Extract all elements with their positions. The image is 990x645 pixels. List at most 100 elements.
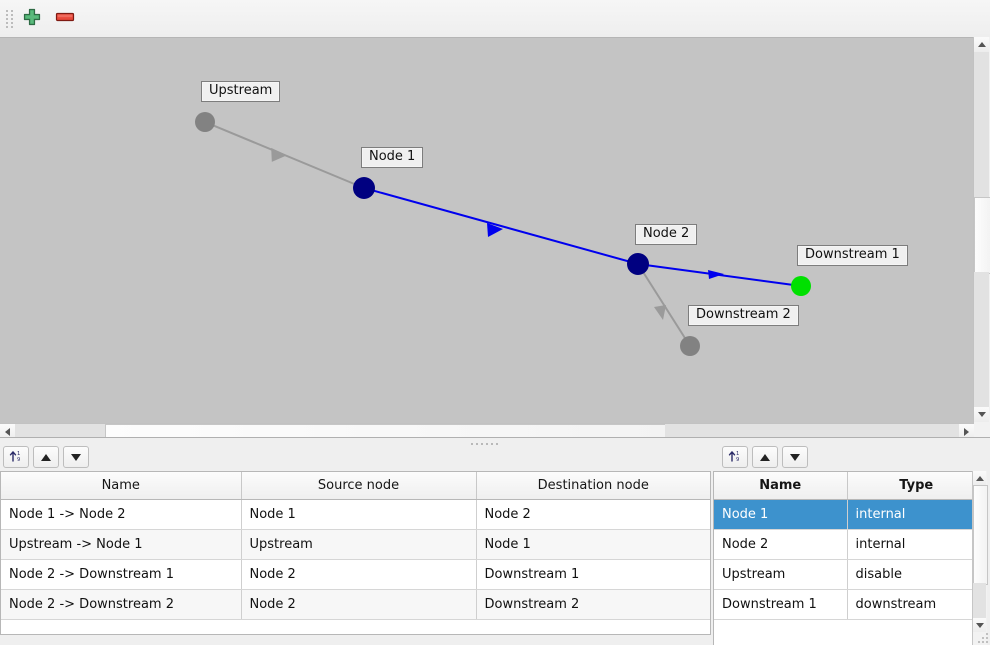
edge-node2-downstream1[interactable] bbox=[637, 263, 802, 287]
table-row[interactable]: Node 1 internal bbox=[714, 499, 985, 530]
graph-node-upstream[interactable] bbox=[195, 112, 215, 132]
cell-destination-node[interactable]: Downstream 2 bbox=[476, 589, 710, 620]
node-label-downstream1[interactable]: Downstream 1 bbox=[797, 245, 908, 266]
arrowhead-icon bbox=[271, 147, 287, 162]
scroll-up-button[interactable] bbox=[973, 471, 986, 485]
arrowhead-icon bbox=[487, 223, 503, 237]
vscroll-thumb[interactable] bbox=[974, 197, 990, 274]
edges-move-down-button[interactable] bbox=[63, 446, 89, 468]
main-toolbar bbox=[0, 0, 990, 38]
triangle-up-icon bbox=[760, 453, 770, 461]
cell-name[interactable]: Node 2 bbox=[714, 529, 848, 560]
nodes-move-up-button[interactable] bbox=[752, 446, 778, 468]
nodes-scroll-track[interactable] bbox=[973, 583, 986, 618]
edges-table-frame: Name Source node Destination node Node 1… bbox=[0, 471, 711, 627]
nodes-table-header-row: Name Type bbox=[714, 472, 985, 500]
table-row[interactable]: Node 2 internal bbox=[714, 529, 985, 560]
table-row[interactable]: Node 1 -> Node 2 Node 1 Node 2 bbox=[1, 499, 710, 530]
edges-sort-button[interactable]: 1 9 bbox=[3, 446, 29, 468]
graph-node-downstream2[interactable] bbox=[680, 336, 700, 356]
cell-name[interactable]: Node 2 -> Downstream 2 bbox=[1, 589, 242, 620]
graph-node-downstream1[interactable] bbox=[791, 276, 811, 296]
cell-destination-node[interactable]: Node 1 bbox=[476, 529, 710, 560]
cell-source-node[interactable]: Upstream bbox=[241, 529, 477, 560]
scrollbar-corner bbox=[974, 423, 990, 439]
column-header-name[interactable]: Name bbox=[714, 472, 848, 500]
hscroll-track-right[interactable] bbox=[665, 424, 959, 439]
cell-destination-node[interactable]: Downstream 1 bbox=[476, 559, 710, 590]
scroll-left-button[interactable] bbox=[0, 424, 15, 439]
scroll-down-button[interactable] bbox=[974, 407, 989, 422]
edge-node1-node2[interactable] bbox=[363, 187, 639, 265]
cell-destination-node[interactable]: Node 2 bbox=[476, 499, 710, 530]
scroll-right-button[interactable] bbox=[959, 424, 974, 439]
nodes-table-scrollbar[interactable] bbox=[972, 471, 988, 645]
cell-source-node[interactable]: Node 2 bbox=[241, 589, 477, 620]
table-row[interactable]: Upstream disable bbox=[714, 559, 985, 590]
node-label-downstream2[interactable]: Downstream 2 bbox=[688, 305, 799, 326]
edge-upstream-node1[interactable] bbox=[204, 121, 365, 189]
svg-text:1: 1 bbox=[17, 451, 20, 457]
nodes-table-frame: Name Type Node 1 internal Node 2 interna… bbox=[713, 471, 986, 645]
edges-move-up-button[interactable] bbox=[33, 446, 59, 468]
graph-canvas[interactable]: Upstream Node 1 Node 2 Downstream 1 Down… bbox=[0, 37, 990, 438]
edges-pane-toolbar: 1 9 bbox=[0, 443, 710, 471]
node-label-node1[interactable]: Node 1 bbox=[361, 147, 424, 168]
scroll-down-button[interactable] bbox=[973, 618, 986, 632]
cell-source-node[interactable]: Node 1 bbox=[241, 499, 477, 530]
cell-type[interactable]: downstream bbox=[847, 589, 985, 620]
toolbar-drag-grip[interactable] bbox=[4, 8, 14, 30]
cell-name[interactable]: Node 2 -> Downstream 1 bbox=[1, 559, 242, 590]
svg-text:9: 9 bbox=[736, 457, 739, 463]
column-header-destination-node[interactable]: Destination node bbox=[476, 472, 710, 500]
vscroll-track-lower[interactable] bbox=[974, 272, 989, 407]
triangle-up-icon bbox=[977, 42, 986, 47]
vscroll-track-upper[interactable] bbox=[974, 52, 989, 197]
edges-table[interactable]: Name Source node Destination node Node 1… bbox=[1, 472, 710, 620]
triangle-down-icon bbox=[975, 622, 984, 628]
nodes-table[interactable]: Name Type Node 1 internal Node 2 interna… bbox=[714, 472, 985, 620]
nodes-sort-button[interactable]: 1 9 bbox=[722, 446, 748, 468]
triangle-down-icon bbox=[71, 453, 81, 461]
cell-type[interactable]: internal bbox=[847, 499, 985, 530]
remove-node-button[interactable] bbox=[50, 5, 80, 33]
cell-name[interactable]: Upstream -> Node 1 bbox=[1, 529, 242, 560]
cell-source-node[interactable]: Node 2 bbox=[241, 559, 477, 590]
edges-table-empty-area[interactable] bbox=[0, 625, 711, 635]
cell-type[interactable]: internal bbox=[847, 529, 985, 560]
table-row[interactable]: Node 2 -> Downstream 1 Node 2 Downstream… bbox=[1, 559, 710, 590]
edges-table-header-row: Name Source node Destination node bbox=[1, 472, 710, 500]
hscroll-track-left[interactable] bbox=[15, 424, 105, 439]
node-label-node2[interactable]: Node 2 bbox=[635, 224, 698, 245]
table-row[interactable]: Node 2 -> Downstream 2 Node 2 Downstream… bbox=[1, 589, 710, 620]
cell-name[interactable]: Node 1 bbox=[714, 499, 848, 530]
cell-name[interactable]: Downstream 1 bbox=[714, 589, 848, 620]
graph-node-node2[interactable] bbox=[627, 253, 649, 275]
table-row[interactable]: Upstream -> Node 1 Upstream Node 1 bbox=[1, 529, 710, 560]
graph-node-node1[interactable] bbox=[353, 177, 375, 199]
triangle-up-icon bbox=[41, 453, 51, 461]
nodes-scroll-thumb[interactable] bbox=[973, 485, 988, 585]
nodes-move-down-button[interactable] bbox=[782, 446, 808, 468]
cell-name[interactable]: Node 1 -> Node 2 bbox=[1, 499, 242, 530]
column-header-source-node[interactable]: Source node bbox=[241, 472, 477, 500]
window-resize-grip[interactable] bbox=[978, 633, 988, 643]
splitter-grip bbox=[471, 443, 498, 445]
scroll-up-button[interactable] bbox=[974, 37, 989, 52]
arrowhead-icon bbox=[708, 270, 724, 279]
cell-type[interactable]: disable bbox=[847, 559, 985, 590]
graph-svg bbox=[195, 112, 811, 356]
node-label-upstream[interactable]: Upstream bbox=[201, 81, 281, 102]
table-row[interactable]: Downstream 1 downstream bbox=[714, 589, 985, 620]
column-header-type[interactable]: Type bbox=[847, 472, 985, 500]
svg-text:1: 1 bbox=[736, 451, 739, 457]
triangle-right-icon bbox=[964, 427, 969, 436]
add-node-button[interactable] bbox=[17, 5, 47, 33]
edge-node2-downstream2[interactable] bbox=[637, 263, 691, 347]
canvas-horizontal-scrollbar[interactable] bbox=[0, 423, 974, 441]
canvas-vertical-scrollbar[interactable] bbox=[973, 37, 990, 423]
column-header-name[interactable]: Name bbox=[1, 472, 242, 500]
edges-table-body: Node 1 -> Node 2 Node 1 Node 2 Upstream … bbox=[1, 499, 710, 620]
cell-name[interactable]: Upstream bbox=[714, 559, 848, 590]
